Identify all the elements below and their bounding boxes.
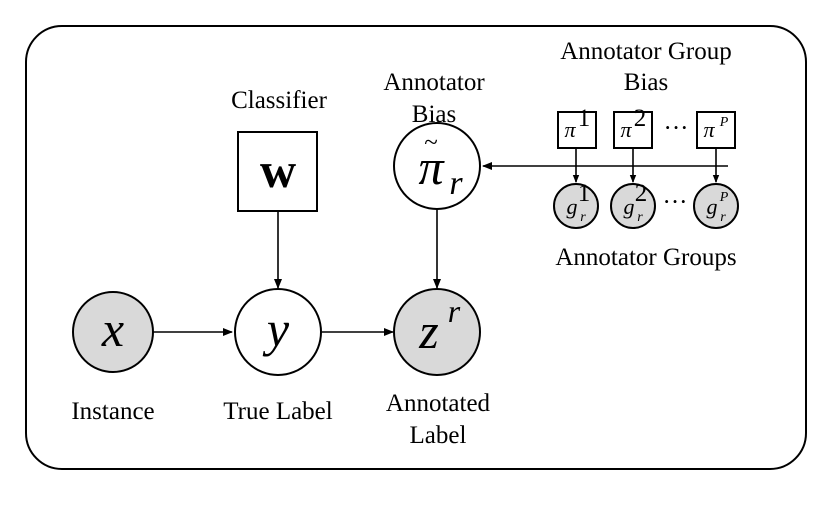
svg-text:r: r	[580, 210, 586, 225]
node-group-bias-pi1: π 1	[557, 105, 597, 149]
node-annotator-bias: π ~ r	[393, 122, 481, 210]
label-classifier: Classifier	[231, 87, 327, 114]
svg-text:1: 1	[578, 105, 591, 132]
label-annotated-line1: Annotated	[386, 390, 491, 417]
svg-text:π: π	[418, 139, 445, 195]
label-true-label: True Label	[223, 398, 333, 425]
label-group-bias-line2: Bias	[624, 69, 668, 96]
label-annotator-bias-line1: Annotator	[383, 69, 485, 96]
label-annotator-groups: Annotator Groups	[555, 244, 736, 271]
label-instance: Instance	[71, 398, 154, 425]
svg-text:π: π	[620, 117, 632, 142]
svg-text:2: 2	[634, 105, 647, 132]
svg-text:π: π	[564, 117, 576, 142]
node-group-bias-piP: π P	[696, 111, 736, 149]
node-annotator-group-g2: g 2 r	[610, 180, 656, 229]
label-group-bias-line1: Annotator Group	[560, 38, 732, 65]
svg-text:P: P	[719, 115, 729, 130]
svg-text:r: r	[637, 210, 643, 225]
node-instance-x: x	[72, 291, 154, 373]
node-annotated-label-z: z r	[393, 288, 481, 376]
node-annotator-group-gP: g P r	[693, 183, 739, 229]
svg-text:r: r	[720, 210, 726, 225]
svg-text:z: z	[418, 303, 438, 359]
svg-text:π: π	[703, 117, 715, 142]
group-bias-ellipsis: ···	[664, 115, 689, 142]
svg-text:r: r	[449, 165, 463, 202]
svg-text:1: 1	[578, 180, 591, 207]
node-classifier-w: w	[237, 131, 318, 212]
svg-text:w: w	[260, 142, 296, 198]
svg-text:y: y	[262, 301, 290, 357]
node-group-bias-pi2: π 2	[613, 105, 653, 149]
svg-text:P: P	[719, 190, 729, 205]
svg-text:x: x	[101, 301, 124, 357]
svg-text:~: ~	[424, 129, 438, 156]
svg-text:r: r	[448, 293, 461, 329]
label-annotated-line2: Label	[410, 422, 467, 449]
annotator-groups-ellipsis: ···	[663, 189, 688, 216]
svg-text:g: g	[707, 194, 718, 219]
node-true-label-y: y	[234, 288, 322, 376]
svg-text:g: g	[567, 194, 578, 219]
node-annotator-group-g1: g 1 r	[553, 180, 599, 229]
svg-text:g: g	[624, 194, 635, 219]
diagram-frame	[25, 25, 807, 470]
svg-text:2: 2	[635, 180, 648, 207]
